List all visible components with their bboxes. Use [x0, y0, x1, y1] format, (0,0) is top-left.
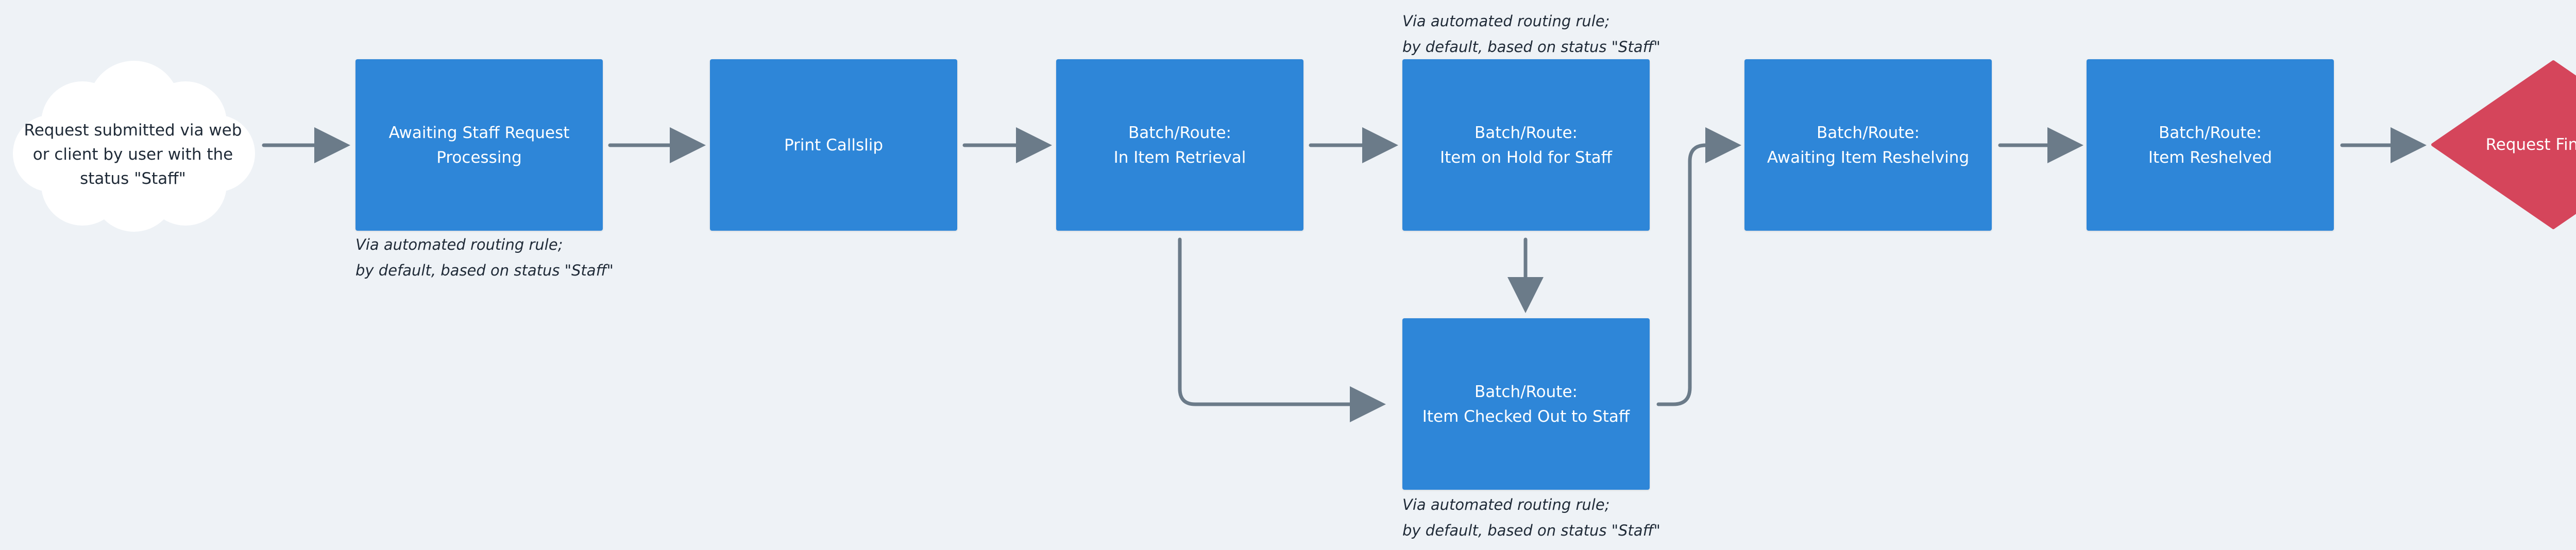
start-label: Request submitted via web or client by u… — [24, 121, 242, 188]
note-line: by default, based on status "Staff" — [1402, 38, 1660, 56]
note-line: by default, based on status "Staff" — [355, 262, 614, 279]
note-line: Via automated routing rule; — [1402, 12, 1610, 30]
step-label: Batch/Route: In Item Retrieval — [1113, 123, 1246, 167]
start-cloud: Request submitted via web or client by u… — [5, 56, 261, 234]
step-item-on-hold-for-staff: Batch/Route: Item on Hold for Staff — [1402, 59, 1650, 231]
diamond-shape — [2431, 60, 2576, 229]
step-label: Print Callslip — [784, 135, 884, 154]
note-checkedout-routing: Via automated routing rule; by default, … — [1402, 492, 1660, 543]
step-label: Awaiting Staff Request Processing — [388, 123, 570, 167]
step-item-reshelved: Batch/Route: Item Reshelved — [2087, 59, 2334, 231]
end-label: Request Finished — [2485, 135, 2576, 154]
end-diamond: Request Finished — [2431, 60, 2576, 230]
step-label: Batch/Route: Item Reshelved — [2148, 123, 2273, 167]
note-line: Via automated routing rule; — [1402, 496, 1610, 513]
arrow-retrieval-to-checkedout — [1178, 237, 1386, 422]
step-awaiting-staff-request: Awaiting Staff Request Processing — [355, 59, 603, 231]
step-awaiting-item-reshelving: Batch/Route: Awaiting Item Reshelving — [1744, 59, 1992, 231]
arrow-checkedout-to-reshelving — [1656, 127, 1741, 406]
step-label: Batch/Route: Item Checked Out to Staff — [1422, 382, 1630, 426]
step-label: Batch/Route: Awaiting Item Reshelving — [1767, 123, 1970, 167]
note-line: Via automated routing rule; — [355, 236, 563, 253]
cloud-shape — [13, 61, 255, 232]
step-print-callslip: Print Callslip — [710, 59, 957, 231]
step-item-checked-out-to-staff: Batch/Route: Item Checked Out to Staff — [1402, 318, 1650, 490]
note-awaiting-routing: Via automated routing rule; by default, … — [355, 232, 614, 283]
step-in-item-retrieval: Batch/Route: In Item Retrieval — [1056, 59, 1303, 231]
note-line: by default, based on status "Staff" — [1402, 522, 1660, 539]
note-hold-routing: Via automated routing rule; by default, … — [1402, 8, 1660, 60]
step-label: Batch/Route: Item on Hold for Staff — [1440, 123, 1612, 167]
